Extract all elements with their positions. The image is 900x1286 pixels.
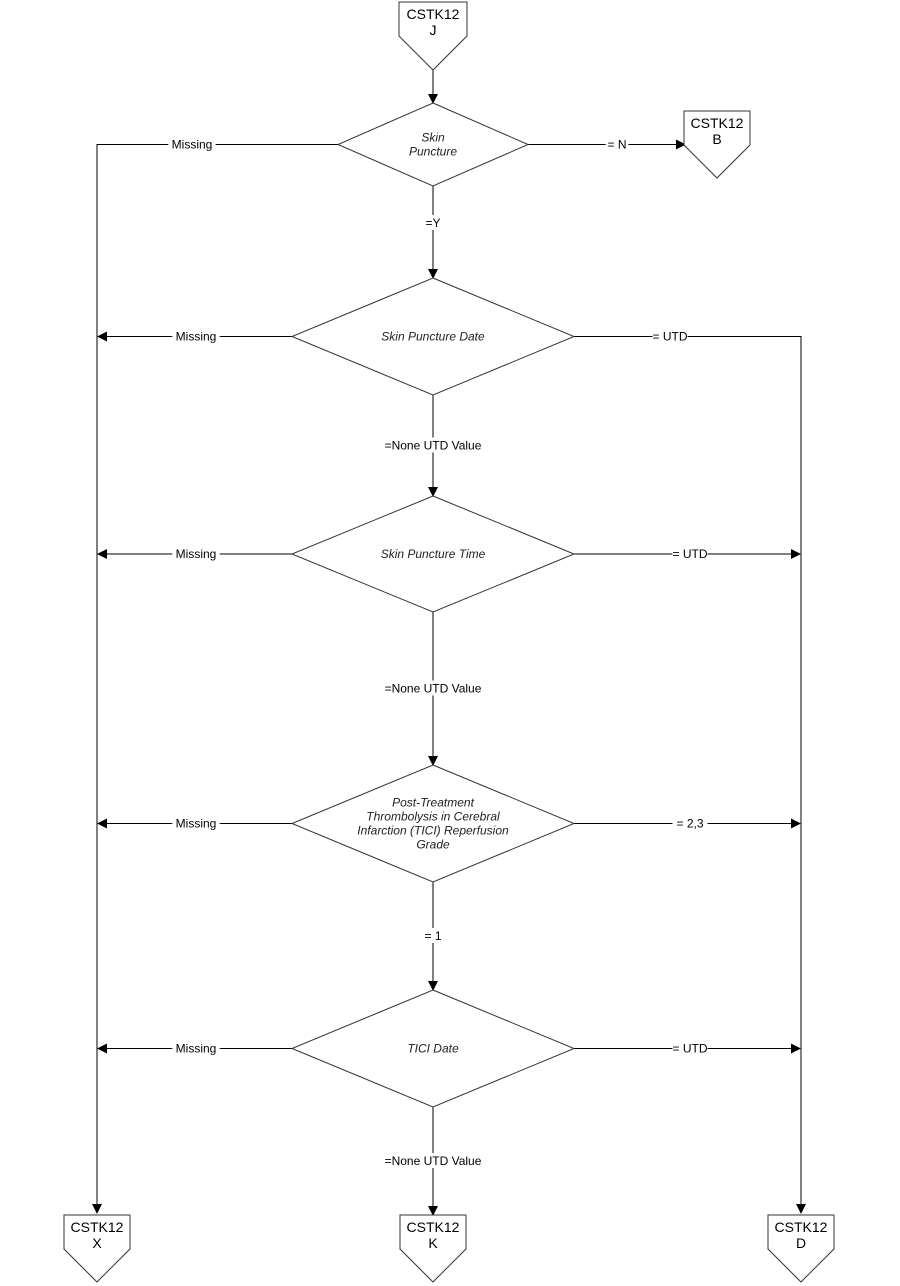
right-label: = UTD (652, 330, 687, 344)
utd-path (574, 336, 806, 1214)
connector-letter: B (712, 131, 721, 147)
decision-text: Skin Puncture Time (381, 547, 486, 561)
label-background (605, 136, 629, 152)
right-label: = N (607, 138, 626, 152)
connector-letter: K (428, 1235, 438, 1251)
connector-code: CSTK12 (407, 1219, 460, 1235)
right-label: = UTD (672, 1042, 707, 1056)
connector-code: CSTK12 (691, 115, 744, 131)
connector-letter: D (796, 1235, 806, 1251)
decision-tici-grade (290, 764, 576, 883)
offpage-connector-d (767, 1214, 835, 1283)
down-label: =None UTD Value (385, 682, 482, 696)
offpage-connector-k (399, 1214, 467, 1283)
offpage-connector-b (683, 110, 751, 179)
label-background (672, 546, 708, 561)
decision-skin-puncture (336, 102, 530, 187)
label-background (172, 546, 220, 561)
missing-label: Missing (176, 817, 217, 831)
decision-skin-puncture-date (290, 277, 576, 396)
decision-text: Thrombolysis in Cerebral (366, 810, 500, 824)
label-background (384, 1153, 482, 1168)
label-background (424, 215, 442, 230)
label-background (652, 328, 688, 344)
down-label: =None UTD Value (385, 439, 482, 453)
down-label: =Y (425, 216, 440, 230)
connector-code: CSTK12 (71, 1219, 124, 1235)
label-background (672, 1040, 708, 1056)
missing-path (92, 144, 338, 1214)
connector-letter: X (92, 1235, 102, 1251)
decision-text: Grade (416, 838, 450, 852)
decision-skin-puncture-time (290, 495, 576, 613)
decision-text: Infarction (TICI) Reperfusion (357, 824, 509, 838)
label-background (384, 437, 482, 453)
decision-tici-date (290, 989, 576, 1108)
connector-code: CSTK12 (775, 1219, 828, 1235)
label-background (172, 815, 220, 831)
label-background (672, 815, 708, 831)
missing-label: Missing (176, 1042, 217, 1056)
offpage-connector-x (63, 1214, 131, 1283)
decision-text: Skin (421, 131, 445, 145)
label-background (384, 680, 482, 696)
missing-label: Missing (172, 138, 213, 152)
label-background (421, 928, 445, 943)
down-label: =None UTD Value (385, 1154, 482, 1168)
label-background (172, 328, 220, 344)
decision-text: Post-Treatment (392, 796, 474, 810)
decision-text: Skin Puncture Date (381, 330, 485, 344)
missing-label: Missing (176, 547, 217, 561)
right-label: = UTD (672, 547, 707, 561)
label-background (168, 136, 216, 152)
connector-letter: J (430, 22, 437, 38)
decision-text: TICI Date (407, 1042, 459, 1056)
missing-label: Missing (176, 330, 217, 344)
down-label: = 1 (424, 929, 441, 943)
label-background (172, 1040, 220, 1056)
offpage-connector-j (398, 1, 468, 71)
decision-text: Puncture (409, 145, 457, 159)
connector-code: CSTK12 (407, 6, 460, 22)
right-label: = 2,3 (676, 817, 703, 831)
